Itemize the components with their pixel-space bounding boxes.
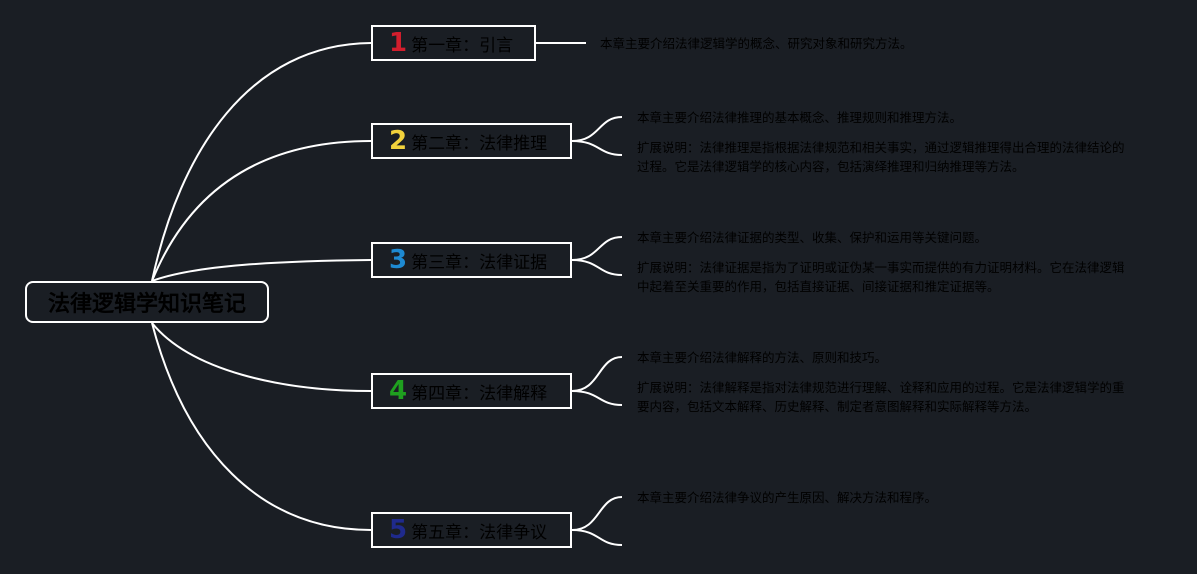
link-ch4-note2 xyxy=(571,390,623,406)
chapter-3-note-1: 本章主要介绍法律证据的类型、收集、保护和运用等关键问题。 xyxy=(637,230,988,245)
chapter-5-title: 第五章：法律争议 xyxy=(411,522,548,543)
chapter-2-note-1: 本章主要介绍法律推理的基本概念、推理规则和推理方法。 xyxy=(637,110,963,125)
chapter-4-node[interactable]: 4 第四章：法律解释 xyxy=(371,373,572,409)
link-ch3-note1 xyxy=(571,236,623,261)
chapter-5-number: 5 xyxy=(389,515,408,545)
link-ch2-note2 xyxy=(571,140,623,156)
chapter-5-note-1: 本章主要介绍法律争议的产生原因、解决方法和程序。 xyxy=(637,490,938,505)
root-topic[interactable]: 法律逻辑学知识笔记 xyxy=(25,281,269,323)
chapter-2-title: 第二章：法律推理 xyxy=(411,133,548,154)
chapter-3-title: 第三章：法律证据 xyxy=(411,252,548,273)
link-root-ch5 xyxy=(151,322,372,531)
chapter-3-number: 3 xyxy=(389,245,408,275)
link-ch5-note1 xyxy=(571,496,623,531)
chapter-1-note-1: 本章主要介绍法律逻辑学的概念、研究对象和研究方法。 xyxy=(600,36,913,51)
chapter-2-number: 2 xyxy=(389,126,408,156)
link-root-ch3 xyxy=(151,259,372,282)
link-root-ch2 xyxy=(151,140,372,282)
chapter-3-node[interactable]: 3 第三章：法律证据 xyxy=(371,242,572,278)
chapter-4-number: 4 xyxy=(389,376,408,406)
chapter-1-number: 1 xyxy=(389,28,408,58)
link-root-ch4 xyxy=(151,322,372,392)
chapter-2-node[interactable]: 2 第二章：法律推理 xyxy=(371,123,572,159)
chapter-2-note-2: 扩展说明：法律推理是指根据法律规范和相关事实，通过逻辑推理得出合理的法律结论的过… xyxy=(637,140,1125,174)
link-ch4-note1 xyxy=(571,356,623,392)
chapter-1-node[interactable]: 1 第一章：引言 xyxy=(371,25,536,61)
chapter-4-title: 第四章：法律解释 xyxy=(411,383,548,404)
chapter-1-title: 第一章：引言 xyxy=(411,35,514,56)
chapter-3-note-2: 扩展说明：法律证据是指为了证明或证伪某一事实而提供的有力证明材料。它在法律逻辑中… xyxy=(637,260,1125,294)
link-ch3-note2 xyxy=(571,259,623,276)
chapter-4-note-1: 本章主要介绍法律解释的方法、原则和技巧。 xyxy=(637,350,888,365)
chapter-5-node[interactable]: 5 第五章：法律争议 xyxy=(371,512,572,548)
link-root-ch1 xyxy=(151,42,372,282)
link-ch5-note2 xyxy=(571,529,623,546)
chapter-4-note-2: 扩展说明：法律解释是指对法律规范进行理解、诠释和应用的过程。它是法律逻辑学的重要… xyxy=(637,380,1125,414)
link-ch2-note1 xyxy=(571,116,623,142)
